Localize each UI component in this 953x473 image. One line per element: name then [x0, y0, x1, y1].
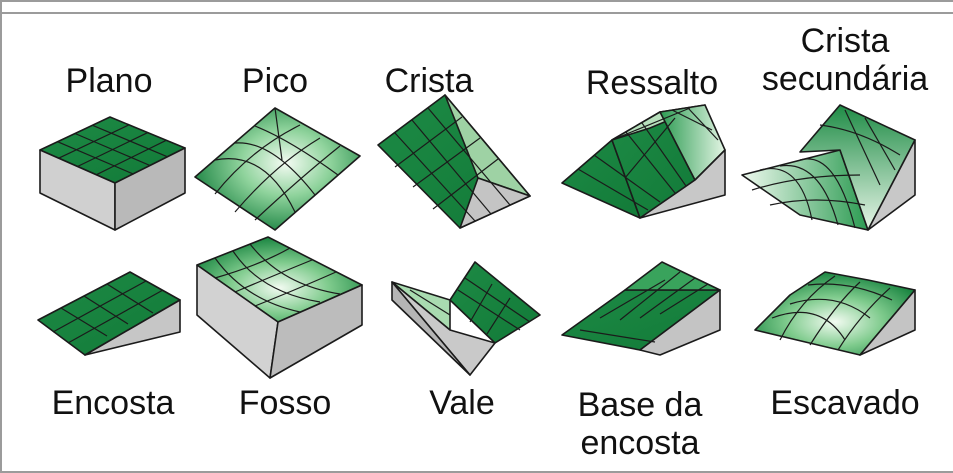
label-plano: Plano: [65, 62, 153, 100]
encosta-block: [37, 271, 181, 356]
vale-block: [391, 261, 541, 376]
crista-block: [377, 94, 531, 229]
fosso-block: [196, 236, 363, 379]
label-escavado: Escavado: [770, 384, 920, 422]
label-fosso: Fosso: [238, 384, 332, 422]
top-border: [0, 12, 953, 14]
label-vale: Vale: [429, 384, 495, 422]
ressalto-block: [561, 104, 726, 219]
label-pico: Pico: [241, 62, 309, 100]
label-base-da-encosta: Base da encosta: [577, 386, 703, 462]
pico-surface: [194, 107, 361, 231]
label-crista: Crista: [384, 62, 474, 100]
escavado-block: [754, 271, 916, 356]
base-da-encosta-block: [561, 261, 721, 356]
label-encosta: Encosta: [51, 384, 175, 422]
crista-secundaria-block: [741, 104, 916, 231]
label-crista-secundaria: Crista secundária: [761, 22, 929, 98]
label-ressalto: Ressalto: [585, 64, 719, 102]
plano-block: [39, 116, 186, 231]
